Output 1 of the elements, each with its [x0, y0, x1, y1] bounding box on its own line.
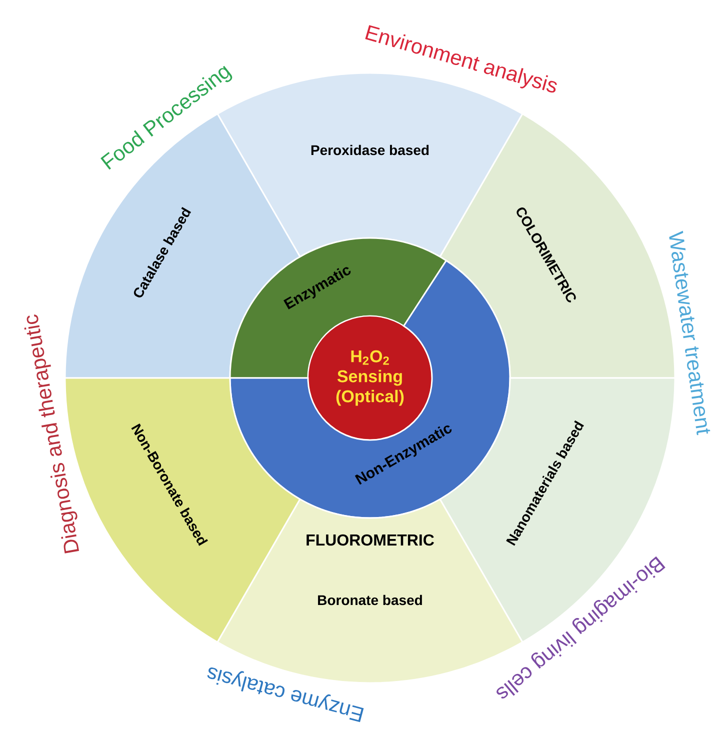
category-label: FLUOROMETRIC [306, 534, 434, 546]
